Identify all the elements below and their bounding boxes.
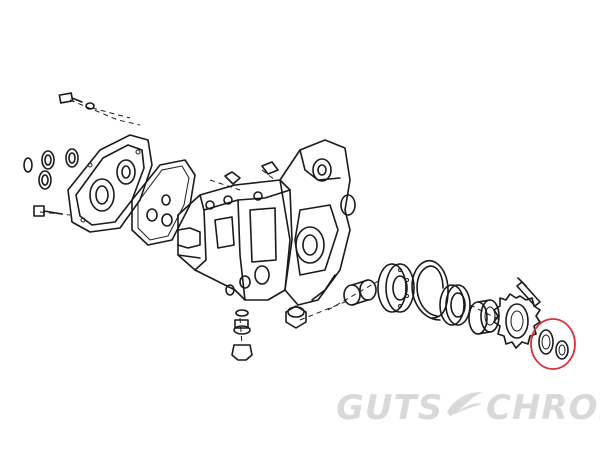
watermark: GUTS CHROME: [336, 388, 600, 428]
left-seal-stack: [23, 148, 79, 190]
transmission-case: [177, 161, 293, 301]
feather-icon: [447, 392, 482, 416]
sprocket: [493, 293, 541, 349]
bushing-small: [285, 305, 307, 329]
watermark-left: GUTS: [336, 388, 443, 428]
sprocket-spacer: [468, 299, 500, 335]
bushing-large: [343, 279, 377, 306]
highlighted-seal-and-spacer: [530, 318, 576, 370]
side-cover: [67, 134, 153, 233]
main-bearing: [377, 263, 415, 313]
stud: [516, 277, 541, 307]
oil-seal: [439, 284, 471, 326]
drain-plug: [231, 309, 253, 361]
retaining-ring: [411, 259, 449, 321]
mainshaft-housing: [279, 139, 356, 306]
cover-bolt: [33, 205, 63, 217]
highlight-circle: [530, 318, 576, 370]
watermark-right: CHROME: [486, 388, 600, 428]
top-bolt: [58, 92, 95, 110]
